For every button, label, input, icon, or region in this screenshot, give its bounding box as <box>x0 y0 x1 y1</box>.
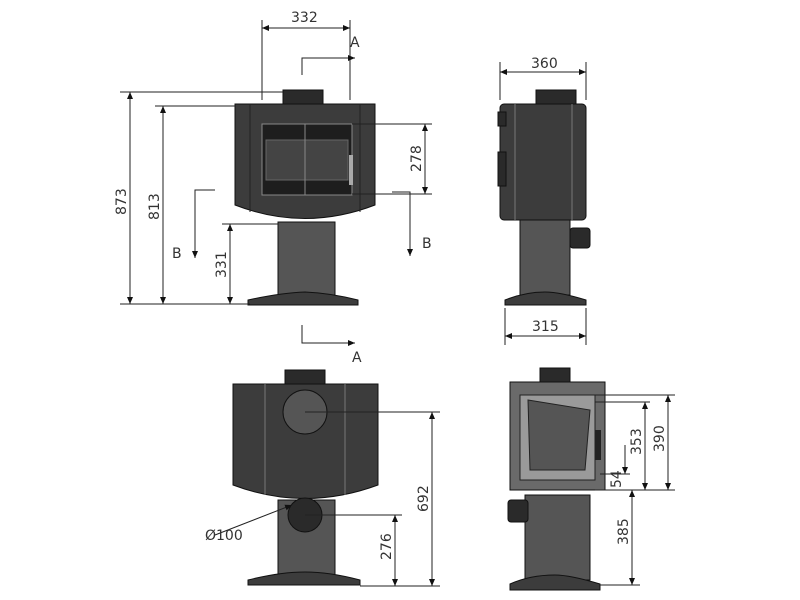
base-plate <box>247 291 359 306</box>
dim-315: 315 <box>532 319 559 335</box>
side-view: 360 315 <box>497 56 591 345</box>
section-a-bottom: A <box>352 350 362 366</box>
rear-view: 692 276 Ø100 <box>205 369 440 587</box>
side-body <box>499 103 587 221</box>
dim-353: 353 <box>629 428 645 455</box>
dim-390: 390 <box>652 425 668 452</box>
dim-54: 54 <box>609 470 625 488</box>
dim-332: 332 <box>291 10 318 26</box>
dim-276: 276 <box>379 533 395 560</box>
section-b-right: B <box>422 236 432 252</box>
dim-diameter-100: Ø100 <box>205 528 243 544</box>
dim-873: 873 <box>114 188 130 215</box>
section-view: 390 353 54 385 <box>507 367 675 591</box>
pedestal <box>277 221 336 296</box>
dim-331: 331 <box>214 251 230 278</box>
flue-collar <box>282 89 324 105</box>
air-inlet <box>569 227 591 249</box>
section-a-top: A <box>350 35 360 51</box>
dim-813: 813 <box>147 193 163 220</box>
dim-360: 360 <box>531 56 558 72</box>
dim-385: 385 <box>616 518 632 545</box>
section-b-left: B <box>172 246 182 262</box>
front-view: 332 873 813 331 278 A A B B <box>114 10 432 366</box>
door-handle <box>349 155 353 185</box>
dim-692: 692 <box>416 485 432 512</box>
dim-278: 278 <box>409 145 425 172</box>
